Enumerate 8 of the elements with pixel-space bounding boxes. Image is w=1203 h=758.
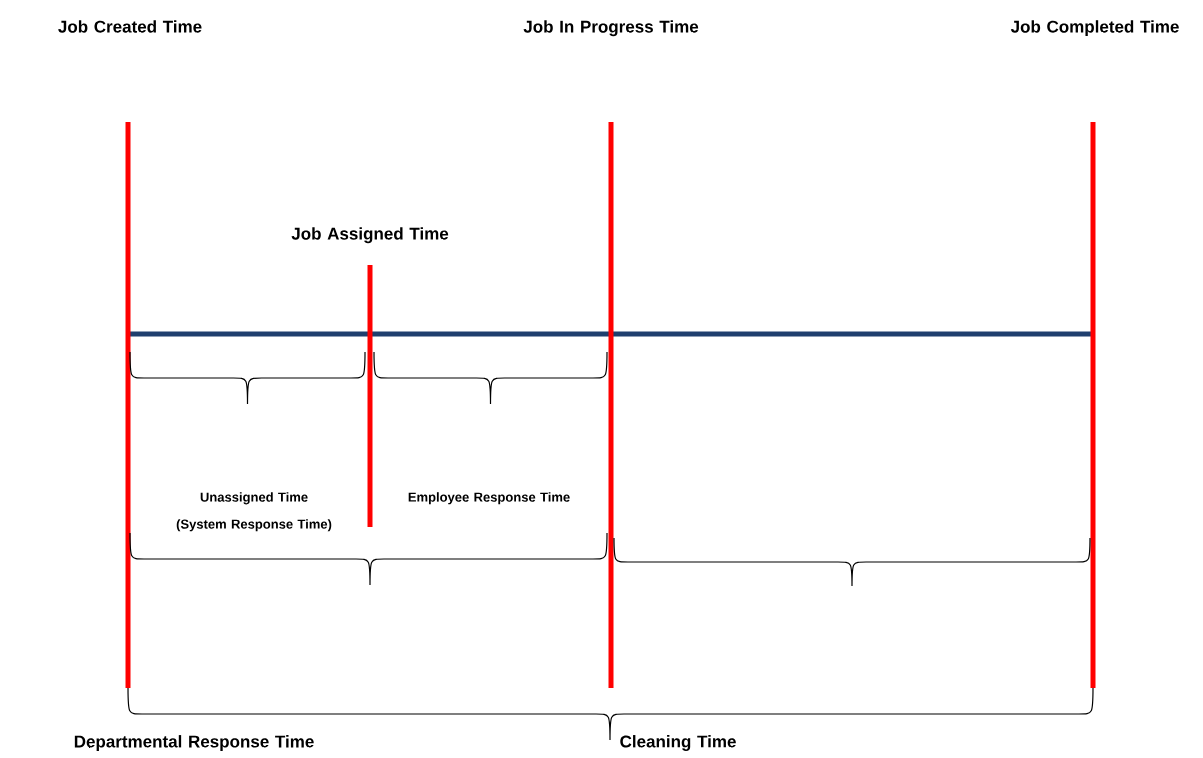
time-label: Job Assigned Time bbox=[291, 227, 449, 244]
time-label: Employee Response Time bbox=[408, 492, 570, 505]
time-label: Departmental Response Time bbox=[74, 735, 314, 751]
time-label: Job In Progress Time bbox=[523, 20, 699, 37]
time-label: Unassigned Time (System Response Time) bbox=[176, 492, 332, 532]
time-label: Job Completed Time bbox=[1010, 20, 1179, 37]
time-label: Job Created Time bbox=[58, 20, 202, 33]
time-label: Cleaning Time bbox=[620, 735, 736, 751]
